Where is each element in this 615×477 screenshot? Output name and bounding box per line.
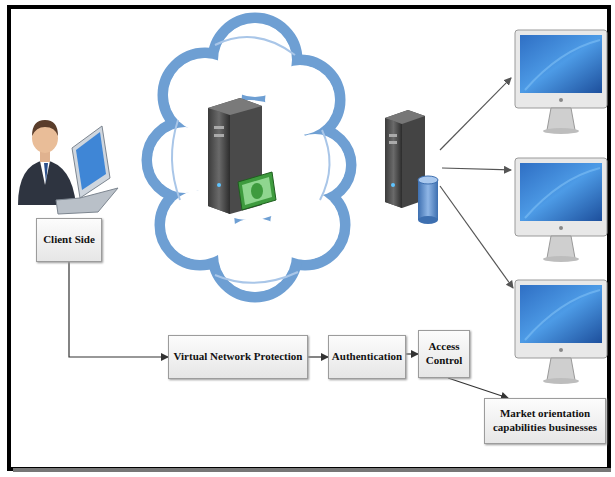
process-box: Virtual Network Protection [168, 335, 308, 379]
distribution-arrows [440, 78, 513, 288]
result-box: Market orientation capabilities business… [484, 398, 606, 444]
monitor [515, 30, 607, 134]
frame [9, 7, 609, 469]
box-label: Access Control [423, 340, 465, 368]
money-note [238, 172, 276, 210]
flow-arrow [406, 353, 418, 354]
user-figure [18, 120, 118, 214]
box-label: Client Side [43, 233, 95, 247]
box-label: Virtual Network Protection [174, 350, 303, 364]
cloud-server [208, 98, 262, 214]
cloud [147, 18, 351, 297]
monitor [515, 158, 607, 262]
flow-arrow [448, 378, 508, 398]
flow-arrow [69, 262, 168, 357]
database-cylinder [418, 176, 438, 224]
frame-shadow [13, 468, 611, 472]
process-box: Authentication [328, 335, 406, 379]
process-box: Access Control [418, 330, 470, 378]
client-box: Client Side [36, 218, 102, 262]
box-label: Authentication [332, 350, 402, 364]
monitor [515, 280, 607, 384]
flow-arrow [308, 356, 328, 357]
box-label: Market orientation capabilities business… [489, 407, 601, 435]
